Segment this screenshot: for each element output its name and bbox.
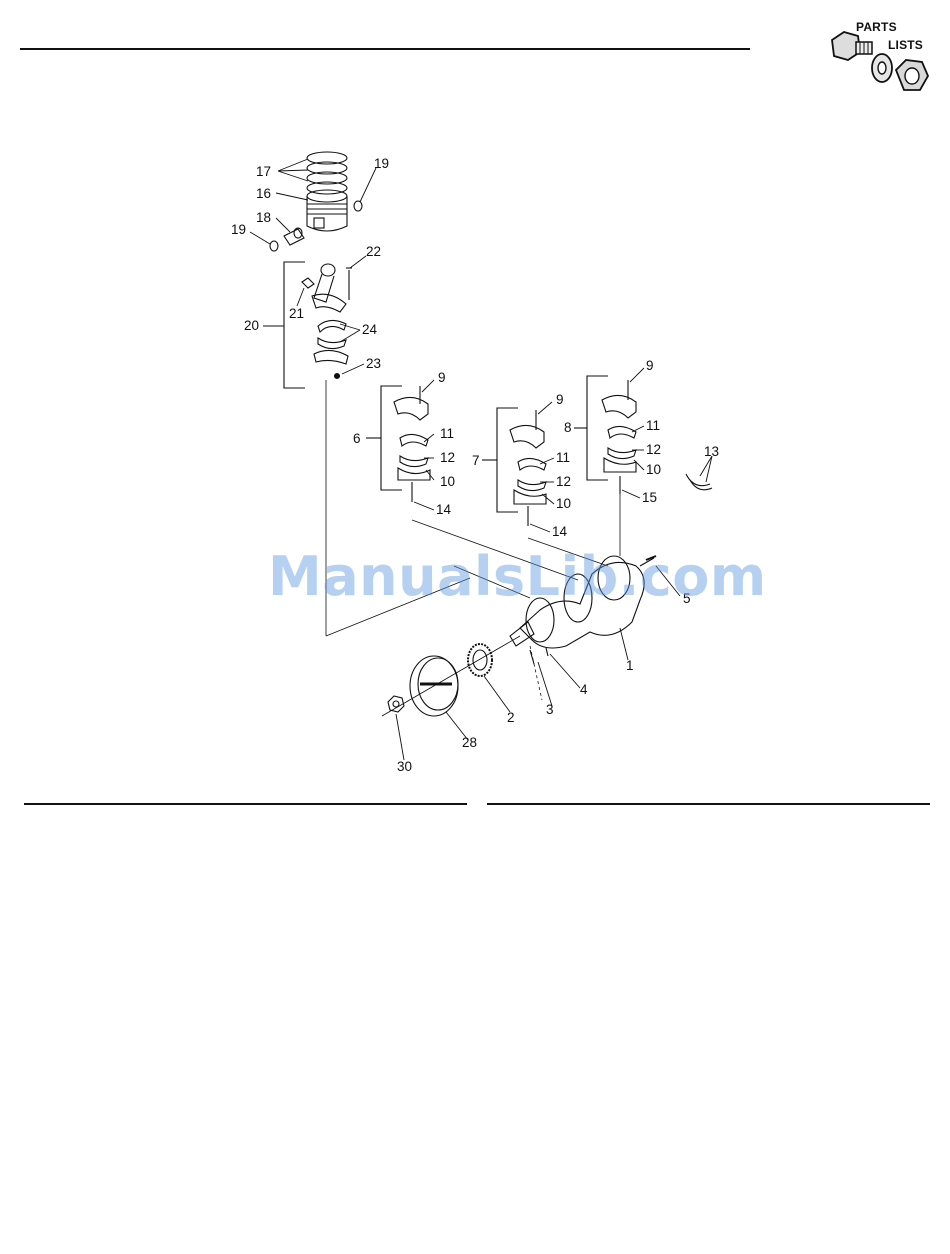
callout-13: 13 (704, 444, 719, 459)
callout-7: 7 (472, 453, 480, 468)
callout-12-set7: 12 (556, 474, 571, 489)
main-bearing-set-7 (482, 408, 546, 526)
callout-10-set6: 10 (440, 474, 455, 489)
connecting-rod (312, 264, 352, 312)
rod-bushing (302, 278, 314, 288)
callout-14-set6: 14 (436, 502, 452, 517)
dowel-pin (546, 648, 548, 656)
callout-4: 4 (580, 682, 588, 697)
rod-bearing-upper (318, 320, 346, 332)
crank-nut (388, 696, 404, 712)
callout-9-set8: 9 (646, 358, 654, 373)
crank-gear (468, 644, 492, 676)
crankshaft-exploded-diagram: 17 16 18 19 19 22 21 20 24 23 9 6 11 12 … (0, 0, 950, 800)
main-bearing-set-8 (574, 376, 636, 494)
main-bearing-set-6 (366, 386, 430, 502)
callout-19-left: 19 (231, 222, 246, 237)
callout-30: 30 (397, 759, 412, 774)
piston-pin (284, 228, 304, 245)
callout-3: 3 (546, 702, 554, 717)
watermark: ManualsLib.com (268, 545, 767, 608)
callout-28: 28 (462, 735, 477, 750)
callout-9-set7: 9 (556, 392, 564, 407)
footer-rule-left (24, 803, 467, 805)
piston-rings (307, 152, 347, 194)
callout-10-set7: 10 (556, 496, 571, 511)
woodruff-key (530, 650, 534, 664)
callout-18: 18 (256, 210, 271, 225)
callout-8: 8 (564, 420, 572, 435)
callout-12-set6: 12 (440, 450, 455, 465)
footer-rule-right (487, 803, 930, 805)
bracket-20 (284, 262, 305, 388)
callout-10-set8: 10 (646, 462, 661, 477)
callout-6: 6 (353, 431, 361, 446)
callout-14-set7: 14 (552, 524, 568, 539)
callout-11-set8: 11 (646, 418, 660, 433)
callout-1: 1 (626, 658, 634, 673)
callout-12-set8: 12 (646, 442, 661, 457)
callout-21: 21 (289, 306, 304, 321)
piston (307, 190, 347, 231)
callout-19-right: 19 (374, 156, 389, 171)
snap-ring-left (270, 241, 278, 251)
snap-ring-right (354, 201, 362, 211)
callout-2: 2 (507, 710, 515, 725)
callout-labels: 17 16 18 19 19 22 21 20 24 23 9 6 11 12 … (231, 156, 719, 774)
callout-16: 16 (256, 186, 271, 201)
callout-17: 17 (256, 164, 271, 179)
callout-24: 24 (362, 322, 378, 337)
callout-20: 20 (244, 318, 259, 333)
callout-11-set6: 11 (440, 426, 454, 441)
rod-bearing-lower (318, 338, 346, 349)
rod-cap (314, 350, 348, 364)
callout-9-set6: 9 (438, 370, 446, 385)
callout-15: 15 (642, 490, 657, 505)
callout-23: 23 (366, 356, 381, 371)
callout-11-set7: 11 (556, 450, 570, 465)
callout-22: 22 (366, 244, 381, 259)
